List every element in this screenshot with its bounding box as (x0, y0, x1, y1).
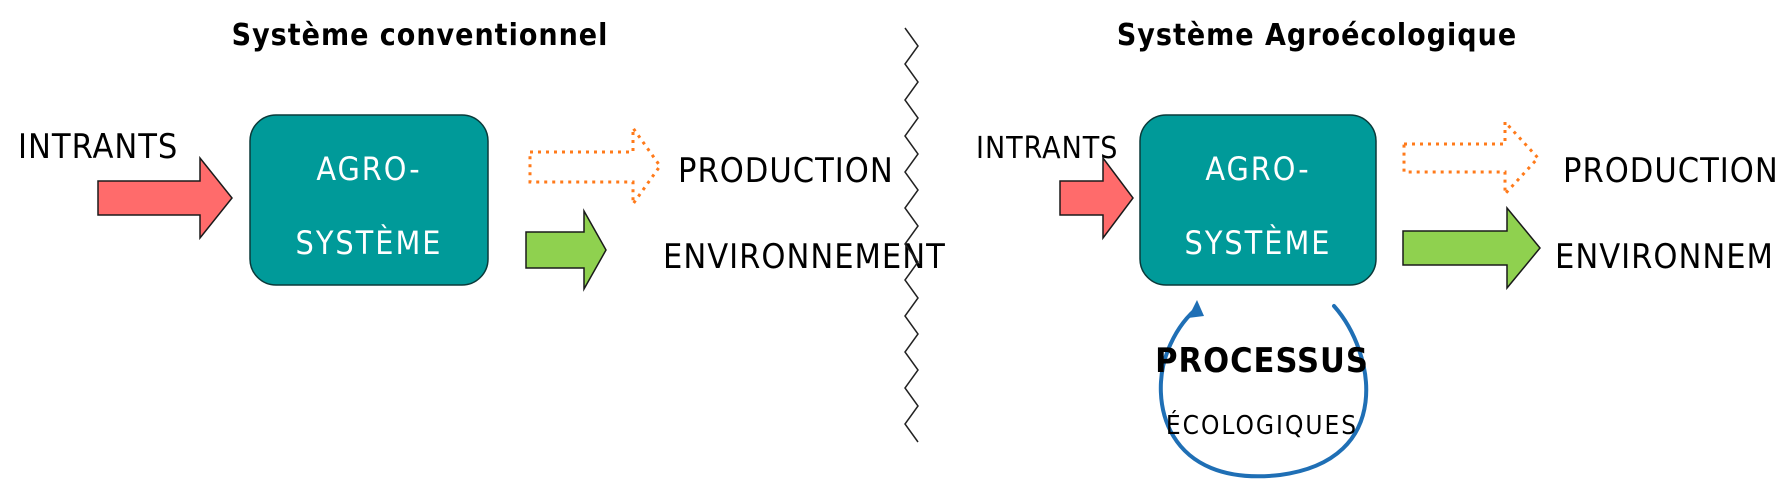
right-environnement-arrow (1402, 205, 1541, 291)
right-intrants-label: INTRANTS (976, 131, 1118, 166)
ecological-cycle-loop (1158, 304, 1369, 479)
ecologiques-label: ÉCOLOGIQUES (1166, 409, 1358, 441)
right-title: Système Agroécologique (1117, 18, 1517, 53)
right-intrants-arrow (1059, 155, 1134, 241)
left-title: Système conventionnel (232, 18, 609, 53)
left-intrants-arrow (97, 155, 233, 241)
left-production-label: PRODUCTION (678, 151, 894, 191)
right-production-label: PRODUCTION (1563, 151, 1775, 191)
processus-label: PROCESSUS (1155, 341, 1369, 381)
right-production-dotted-arrow (1402, 118, 1541, 198)
left-environnement-label: ENVIRONNEMENT (663, 237, 946, 277)
right-agrosystem-box (1139, 114, 1377, 286)
left-box-line2: SYSTÈME (296, 224, 443, 262)
left-environnement-arrow (525, 208, 607, 292)
zigzag-divider (904, 27, 919, 443)
left-box-line1: AGRO- (316, 150, 421, 188)
left-agrosystem-box (249, 114, 489, 286)
right-box-line2: SYSTÈME (1185, 224, 1332, 262)
right-box-line1: AGRO- (1205, 150, 1310, 188)
ecological-cycle-arrowhead (1188, 300, 1204, 318)
left-production-dotted-arrow (528, 123, 662, 209)
right-environnement-label: ENVIRONNEMENT (1555, 237, 1775, 277)
left-intrants-label: INTRANTS (18, 127, 178, 167)
